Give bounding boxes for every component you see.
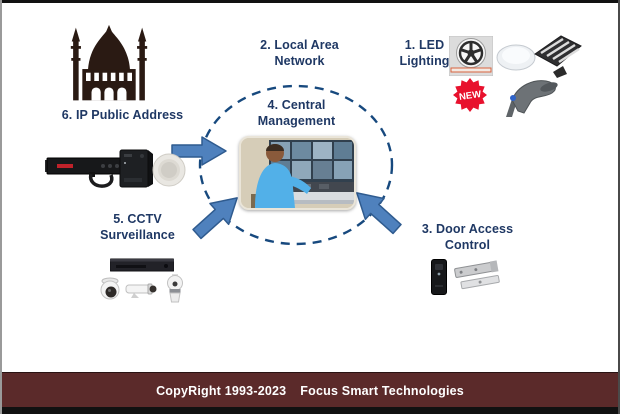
access-reader-icon (431, 259, 447, 295)
frame-right-border (618, 0, 620, 414)
bullet-camera-icon (124, 281, 158, 299)
flood-light-icon (533, 32, 583, 78)
magnetic-lock-icon (452, 259, 502, 295)
frame-left-border (0, 0, 2, 414)
control-room-photo (239, 136, 356, 210)
dome-camera-icon (99, 277, 121, 301)
footer-bar: CopyRight 1993-2023 Focus Smart Technolo… (0, 372, 620, 408)
node-label-door-access-control: 3. Door Access Control (421, 222, 514, 252)
ptz-camera-icon (163, 274, 187, 306)
new-badge: NEW (452, 77, 488, 113)
node-label-local-area-network: 2. Local Area Network (260, 38, 339, 68)
ceiling-light-icon (496, 44, 536, 71)
ceiling-speaker-icon (152, 153, 186, 187)
arrow-cctv-to-center-icon (192, 197, 238, 240)
node-label-central-management: 4. Central Management (257, 98, 336, 128)
footer-company: Focus Smart Technologies (300, 383, 464, 398)
pa-wall-mount-box-icon (118, 148, 154, 188)
street-light-icon (500, 73, 562, 117)
led-strip-reel-icon (448, 35, 494, 77)
frame-top-border (0, 0, 620, 3)
node-label-led-lighting: 1. LED Lighting (399, 38, 450, 68)
node-label-ip-public-address: 6. IP Public Address (61, 108, 184, 122)
node-label-cctv-surveillance: 5. CCTV Surveillance (100, 212, 175, 242)
footer-copyright: CopyRight 1993-2023 (156, 383, 287, 398)
arrow-door-to-center-icon (356, 192, 402, 235)
new-badge-text: NEW (458, 89, 482, 103)
nvr-recorder-icon (109, 257, 175, 273)
mosque-icon (63, 15, 155, 101)
frame-bottom-border (0, 407, 620, 414)
